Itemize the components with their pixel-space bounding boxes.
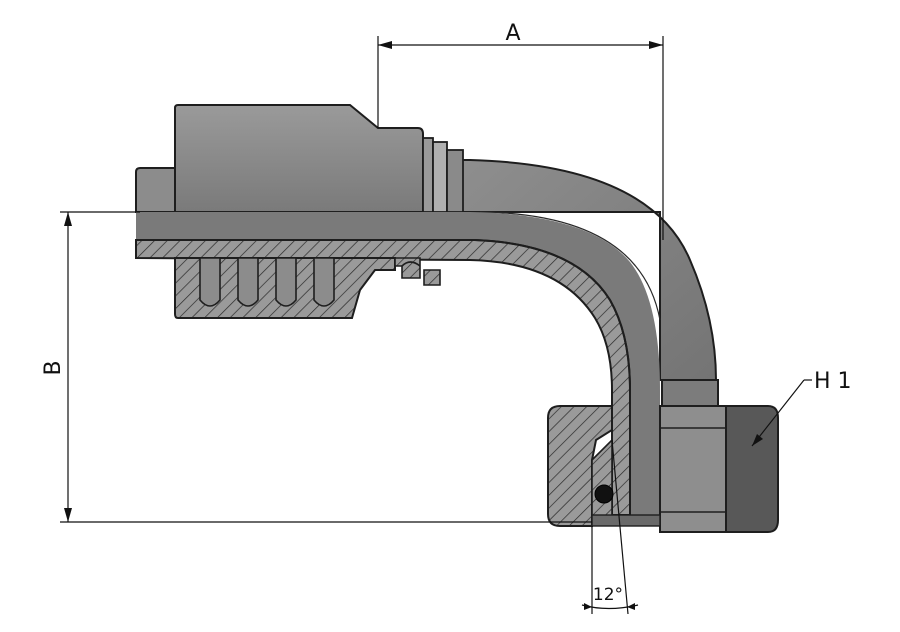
angle-label: 12°	[593, 585, 623, 605]
dim-b-label: B	[41, 360, 66, 375]
elbow-body	[459, 159, 719, 407]
dim-a-label: A	[505, 21, 520, 46]
angle-annotation: 12°	[581, 439, 639, 615]
dimension-a: A	[377, 21, 664, 240]
ferrule-shell	[135, 104, 464, 213]
dimension-b: B	[41, 211, 592, 523]
dim-h1-label: H 1	[814, 369, 852, 394]
swivel-nut	[547, 405, 779, 533]
section-hatch	[135, 212, 660, 516]
leader-h1: H 1	[751, 369, 852, 447]
